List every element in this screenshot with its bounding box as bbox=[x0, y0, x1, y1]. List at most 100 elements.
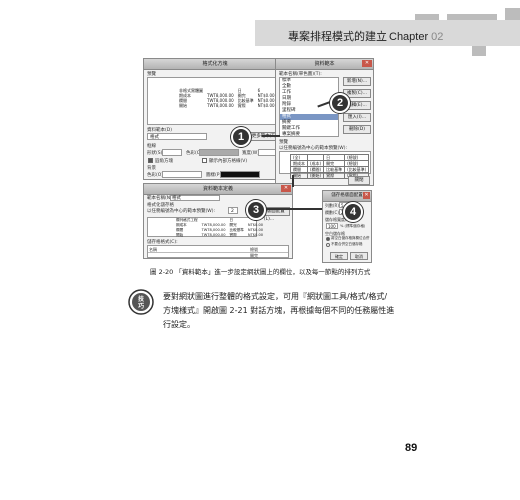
format-preview-cell: 實際 bbox=[237, 103, 246, 108]
cell-width-input[interactable]: 100 bbox=[326, 223, 338, 229]
shape-label: 形狀(S) bbox=[147, 151, 163, 156]
template-preview-table: (全)日(總號)期成本(成本)開完(總號)欄間(欄間)比較基準(比較基準)開始(… bbox=[290, 154, 370, 179]
template-action-button[interactable]: 新增(N)... bbox=[343, 77, 371, 86]
template-list-item[interactable]: 日期 bbox=[282, 96, 291, 101]
data-template-select[interactable]: 格式 bbox=[147, 133, 207, 140]
vertical-grid-checkbox[interactable] bbox=[202, 158, 207, 163]
dialog-title: 資料範本定義 bbox=[202, 186, 233, 192]
merge-radio-1[interactable] bbox=[326, 237, 330, 241]
cell-right-2: 開完 bbox=[250, 253, 258, 258]
definition-preview-cell: 日 bbox=[229, 218, 234, 222]
cell-layout-dialog: 儲存格版面配置 ✕ 列數(R): 5 欄數(C): 2 儲存格寬度(W): 10… bbox=[322, 190, 372, 263]
template-list-item[interactable]: 標準 bbox=[282, 78, 291, 83]
banner-decoration bbox=[447, 14, 497, 20]
definition-preview-cell: 欄間 bbox=[176, 228, 184, 232]
format-preview-cell: TWT8,000.00 bbox=[207, 93, 234, 98]
template-preview-cell: 比較基準 bbox=[323, 166, 346, 173]
template-list-item[interactable]: 全數 bbox=[282, 84, 291, 89]
ok-button[interactable]: 確定 bbox=[330, 252, 348, 260]
tip-text: 要對網狀圖進行整體的格式設定，可用『網狀圖工具/格式/格式/ 方塊樣式』開啟圖 … bbox=[163, 290, 413, 332]
page-number: 89 bbox=[405, 442, 418, 454]
tip-line-1: 要對網狀圖進行整體的格式設定，可用『網狀圖工具/格式/格式/ bbox=[163, 292, 388, 301]
dialog-titlebar: 儲存格版面配置 ✕ bbox=[323, 191, 371, 202]
chapter-number: 02 bbox=[431, 31, 444, 43]
border-color-select[interactable] bbox=[199, 149, 239, 156]
template-list-item[interactable]: 專案摘要 bbox=[282, 132, 300, 137]
data-templates-dialog: 資料範本 ✕ 範本名稱(單色圖)(T): 標準全數工作日期附錄里程碑格式摘要關鍵… bbox=[275, 58, 374, 186]
template-list-item[interactable]: 格式 bbox=[280, 114, 338, 120]
template-list-item[interactable]: 關鍵工作 bbox=[282, 126, 300, 131]
callout-1: 1 bbox=[231, 127, 251, 147]
bg-color-label: 色彩(O) bbox=[147, 173, 164, 178]
cols-label: 欄數(C): bbox=[325, 210, 341, 215]
template-name-label: 範本名稱(N): bbox=[147, 196, 174, 201]
template-preview-cell: 實際 bbox=[323, 172, 346, 179]
banner-decoration bbox=[472, 46, 486, 56]
format-preview-cell: TWT8,000.00 bbox=[207, 98, 234, 103]
tip-line-3: 行設定。 bbox=[163, 320, 195, 329]
grid-divider bbox=[148, 252, 288, 253]
merge-option-2: 不要合併空白儲存格 bbox=[331, 242, 363, 246]
pattern-select[interactable] bbox=[220, 171, 260, 178]
close-icon[interactable]: ✕ bbox=[363, 192, 370, 199]
cancel-button[interactable]: 取消 bbox=[350, 252, 368, 260]
dialog-title: 資料範本 bbox=[314, 61, 335, 67]
chapter-title: 專案排程模式的建立 bbox=[288, 30, 387, 43]
tip-icon: 技 巧 bbox=[128, 289, 154, 315]
definition-preview-row: 欄列格式工程日 bbox=[174, 218, 265, 223]
template-list-item[interactable]: 里程碑 bbox=[282, 108, 296, 113]
background-label: 背景 bbox=[147, 166, 156, 171]
round-corners-checkbox[interactable] bbox=[148, 158, 153, 163]
template-action-button[interactable]: 刪除(D) bbox=[343, 125, 371, 134]
template-list-label: 範本名稱(單色圖)(T): bbox=[279, 72, 322, 77]
template-list-item[interactable]: 工作 bbox=[282, 90, 291, 95]
arrow-3 bbox=[262, 208, 322, 210]
template-list-item[interactable]: 附錄 bbox=[282, 102, 291, 107]
color-label: 色彩(C) bbox=[186, 151, 202, 156]
preview-label: 預覽 bbox=[279, 140, 288, 145]
figure-caption: 圖 2-20 「資料範本」進一步設定網狀圖上的欄位，以及每一節點的排列方式 bbox=[150, 268, 371, 276]
format-preview-cell: 日 bbox=[237, 88, 242, 93]
definition-preview-cell: 比較基準 bbox=[229, 228, 244, 232]
arrow-2-down bbox=[292, 175, 294, 187]
template-name-input[interactable]: 格式 bbox=[170, 195, 220, 201]
definition-preview-cell: 期成本 bbox=[176, 223, 187, 227]
tip-line-2: 方塊樣式』開啟圖 2-21 對話方塊，再根據每個不同的任務屬性進 bbox=[163, 306, 395, 315]
width-label: 寬度(W) bbox=[242, 151, 259, 156]
definition-preview-cell: NT$0.00 bbox=[247, 228, 264, 232]
template-action-button[interactable]: 匯入(I)... bbox=[343, 113, 371, 122]
close-icon[interactable]: ✕ bbox=[281, 185, 291, 192]
format-preview-cell: TWT8,000.00 bbox=[207, 103, 234, 108]
arrow-1 bbox=[262, 135, 280, 137]
format-preview-cell: 比較基準 bbox=[237, 98, 254, 103]
banner-decoration bbox=[415, 14, 439, 20]
close-button[interactable]: 關閉 bbox=[348, 176, 370, 185]
merge-option-1: 將空白儲存格與欄位合併 bbox=[331, 236, 370, 240]
cell-width-unit: % (標準儲存格) bbox=[340, 224, 366, 228]
shape-select[interactable] bbox=[162, 149, 182, 156]
sample-label: 以任務編號為中心的範本預覽(W): bbox=[147, 209, 215, 214]
template-list[interactable]: 標準全數工作日期附錄里程碑格式摘要關鍵工作專案摘要成本標準 bbox=[279, 77, 339, 137]
format-preview-cell: 欄間 bbox=[179, 98, 187, 103]
definition-preview-cell: TWT8,000.00 bbox=[201, 223, 226, 227]
cell-right-1: 總號 bbox=[250, 247, 258, 252]
bg-color-select[interactable] bbox=[162, 171, 202, 178]
definition-preview-cell: TWT8,000.00 bbox=[201, 233, 226, 237]
dialog-title: 儲存格版面配置 bbox=[331, 193, 363, 198]
sample-select[interactable]: 2 bbox=[228, 207, 238, 214]
format-preview-cell: NT$0.00 bbox=[257, 98, 275, 103]
cells-grid[interactable]: 名稱 總號 開完 bbox=[147, 245, 289, 258]
template-list-item[interactable]: 摘要 bbox=[282, 120, 291, 125]
close-icon[interactable]: ✕ bbox=[362, 60, 372, 67]
merge-radio-2[interactable] bbox=[326, 243, 330, 247]
